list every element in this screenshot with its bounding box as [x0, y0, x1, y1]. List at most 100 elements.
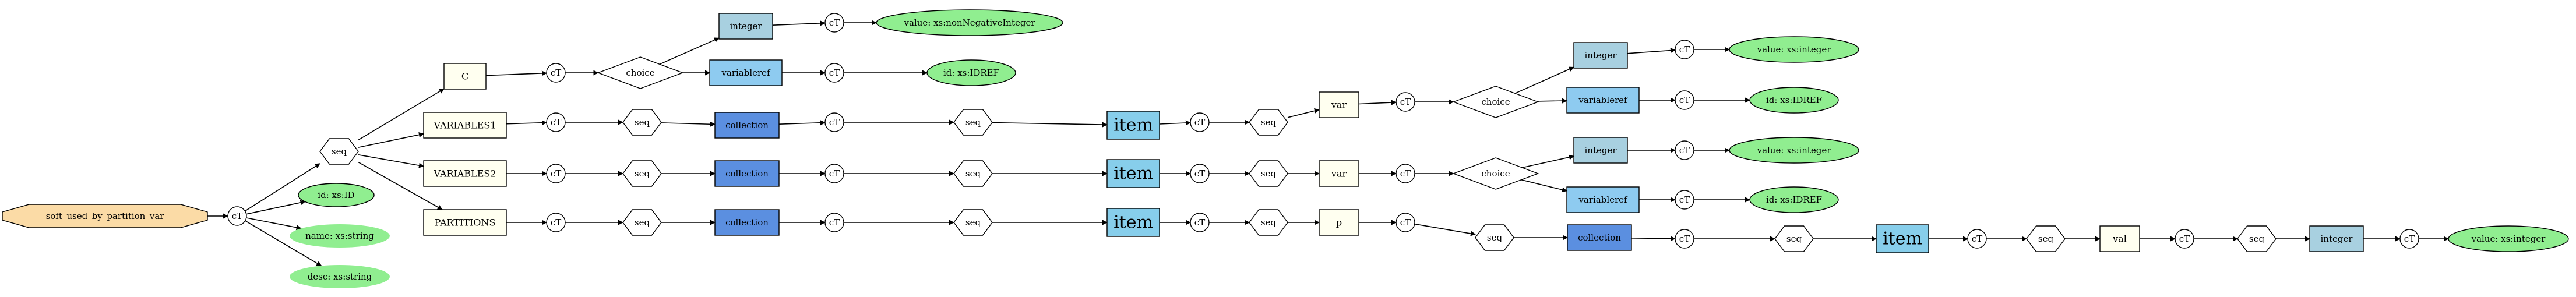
node-label: collection: [725, 217, 769, 228]
node-ct-coll-p2: cT: [1675, 229, 1694, 249]
node-label: item: [1883, 229, 1922, 249]
node-idref-v1: id: xs:IDREF: [1749, 87, 1839, 114]
node-label: integer: [1584, 145, 1617, 155]
edge-integer-c-to-ct-integer-c: [772, 20, 826, 26]
node-choice-v1: choice: [1452, 86, 1539, 118]
node-attr-name: name: xs:string: [290, 224, 390, 248]
node-label: cT: [232, 211, 242, 221]
node-label: seq: [2038, 234, 2054, 244]
node-ct-varref-c: cT: [824, 63, 844, 83]
node-attr-desc: desc: xs:string: [290, 265, 390, 288]
node-label: seq: [1261, 168, 1277, 179]
node-label: cT: [2179, 234, 2190, 244]
node-label: variableref: [721, 68, 771, 78]
node-label: id: xs:IDREF: [943, 68, 999, 78]
node-ct-item-p: cT: [1190, 213, 1210, 232]
node-label: var: [1331, 100, 1347, 111]
node-label: cT: [1194, 168, 1205, 179]
node-var-v2: var: [1319, 160, 1359, 187]
edge-choice-v2-to-varref-v2: [1521, 179, 1567, 193]
node-label: cT: [1679, 195, 1690, 205]
node-label: collection: [725, 120, 769, 130]
node-label: cT: [1679, 145, 1690, 155]
node-label: value: xs:integer: [1757, 44, 1832, 55]
node-seq-main: seq: [319, 138, 359, 165]
edge-integer-v1-to-ct-integer-v1: [1627, 48, 1676, 54]
node-attr-id: id: xs:ID: [298, 183, 375, 207]
node-seq-item-p2: seq: [2026, 225, 2066, 252]
node-label: item: [1113, 213, 1153, 233]
edge-seq-main-to-c-elem: [358, 88, 445, 140]
edge-seq-item-v1-to-var-v1: [1287, 108, 1320, 118]
node-varref-v2: variableref: [1566, 186, 1640, 213]
node-label: choice: [626, 68, 654, 78]
node-ct-p: cT: [546, 213, 566, 232]
node-var2: VARIABLES2: [423, 160, 507, 187]
node-ct-integer-c: cT: [824, 13, 844, 33]
node-label: integer: [1584, 50, 1617, 61]
node-label: cT: [551, 168, 561, 179]
node-label: PARTITIONS: [435, 217, 496, 228]
node-label: id: xs:ID: [318, 190, 354, 200]
node-label: cT: [829, 68, 840, 78]
node-p-elem: p: [1319, 209, 1359, 236]
node-integer-c: integer: [718, 13, 773, 40]
node-label: seq: [2249, 234, 2265, 244]
node-idref-v2: id: xs:IDREF: [1749, 186, 1839, 213]
node-root: soft_used_by_partition_var: [2, 204, 208, 228]
node-label: seq: [332, 146, 347, 157]
node-coll-v1: collection: [714, 112, 780, 139]
edge-var-v1-to-ct-var-v1: [1358, 100, 1397, 105]
node-val: val: [2099, 225, 2140, 252]
node-label: seq: [1261, 217, 1277, 228]
node-label: seq: [965, 117, 981, 128]
node-ct-coll-v2: cT: [824, 164, 844, 183]
edge-seq-v1-to-coll-v1: [661, 121, 716, 127]
edge-seq-main-to-parts: [358, 161, 443, 210]
node-label: cT: [1972, 234, 1982, 244]
node-label: cT: [829, 117, 840, 128]
node-label: seq: [965, 168, 981, 179]
node-integer-val: integer: [2309, 225, 2364, 252]
node-value-val: value: xs:integer: [2448, 225, 2569, 252]
node-label: cT: [2404, 234, 2415, 244]
node-ct-v2: cT: [546, 164, 566, 183]
node-ct-val: cT: [2175, 229, 2194, 249]
node-ct-coll-p: cT: [824, 213, 844, 232]
edge-seq-main-to-var2: [358, 154, 424, 168]
node-seq-v2: seq: [622, 160, 662, 187]
edge-item-v1-to-ct-item-v1: [1159, 120, 1191, 126]
node-idref-c: id: xs:IDREF: [926, 59, 1016, 86]
node-label: variableref: [1578, 195, 1628, 205]
node-label: collection: [1578, 232, 1621, 243]
node-coll-p: collection: [714, 209, 780, 236]
node-label: cT: [551, 117, 561, 128]
node-label: VARIABLES1: [433, 120, 496, 131]
edge-choice-v2-to-integer-v2: [1522, 154, 1574, 168]
node-seq-coll-v1: seq: [953, 109, 993, 136]
node-label: cT: [1400, 97, 1411, 107]
node-label: cT: [551, 217, 561, 228]
node-label: cT: [1679, 95, 1690, 105]
node-label: collection: [725, 168, 769, 179]
edge-var1-to-ct-v1: [506, 120, 547, 126]
node-label: item: [1113, 164, 1153, 184]
node-seq-p: seq: [622, 209, 662, 236]
node-ct-var-v1: cT: [1396, 92, 1415, 112]
edge-ct-p-elem-to-seq-p-elem: [1414, 223, 1476, 236]
node-label: seq: [1786, 234, 1802, 244]
node-seq-val: seq: [2237, 225, 2277, 252]
node-label: C: [461, 71, 468, 82]
node-coll-v2: collection: [714, 160, 780, 187]
edge-seq-main-to-var1: [358, 132, 424, 148]
node-item-p2: item: [1876, 224, 1929, 253]
node-seq-coll-v2: seq: [953, 160, 993, 187]
node-label: cT: [1400, 168, 1411, 179]
node-label: choice: [1481, 97, 1510, 107]
node-label: integer: [2320, 234, 2353, 244]
node-ct-root: cT: [227, 206, 247, 226]
node-label: integer: [730, 21, 762, 31]
node-label: cT: [1400, 217, 1411, 228]
node-ct-var-v2: cT: [1396, 164, 1415, 183]
